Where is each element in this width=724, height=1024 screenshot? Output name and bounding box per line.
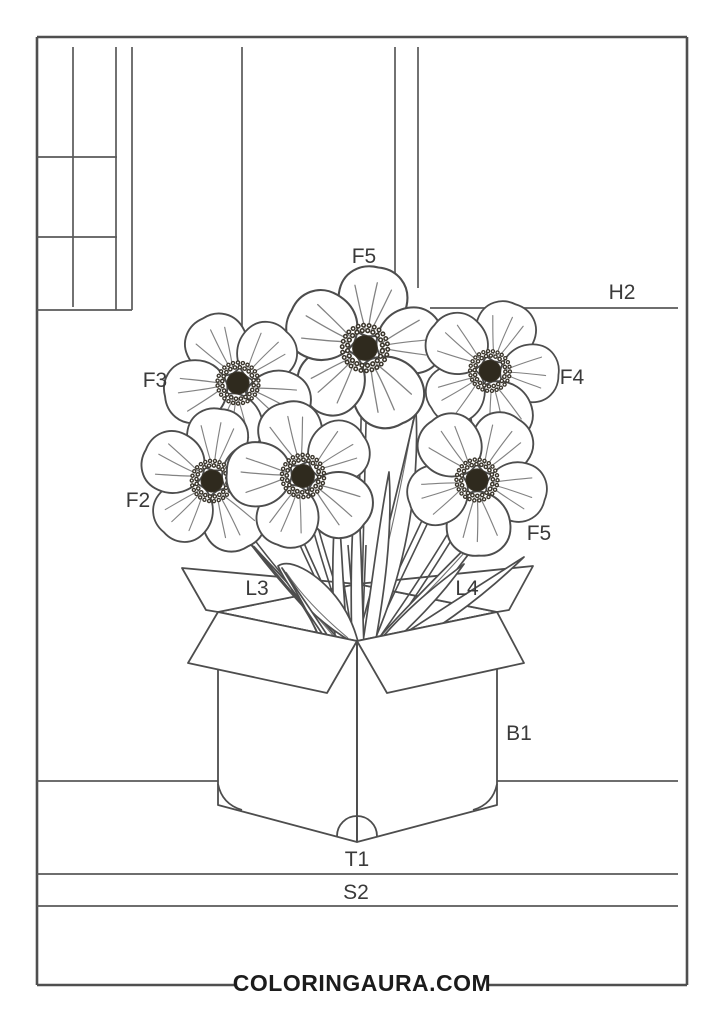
label-flower-upper-right: F4 <box>560 366 585 389</box>
label-flower-upper-left: F3 <box>143 369 168 392</box>
label-flower-top: F5 <box>352 245 377 268</box>
label-flower-lower-right: F5 <box>527 522 552 545</box>
gift-box-front <box>187 611 525 843</box>
wall-vertical-lines <box>241 47 419 330</box>
region-labels: F5 H2 F3 F4 F2 F5 L3 L4 B1 T1 S2 <box>126 245 636 904</box>
label-table-edge: S2 <box>343 881 369 904</box>
label-box-flap-right: L4 <box>455 577 479 600</box>
label-box-front: B1 <box>506 722 532 745</box>
label-table-top: T1 <box>345 848 370 871</box>
label-box-flap-left: L3 <box>245 577 268 600</box>
site-watermark: COLORINGAURA.COM <box>233 970 491 996</box>
page-border <box>35 35 689 987</box>
label-flower-lower-left: F2 <box>126 489 151 512</box>
label-wall-band: H2 <box>609 281 636 304</box>
window-grid <box>37 47 133 311</box>
